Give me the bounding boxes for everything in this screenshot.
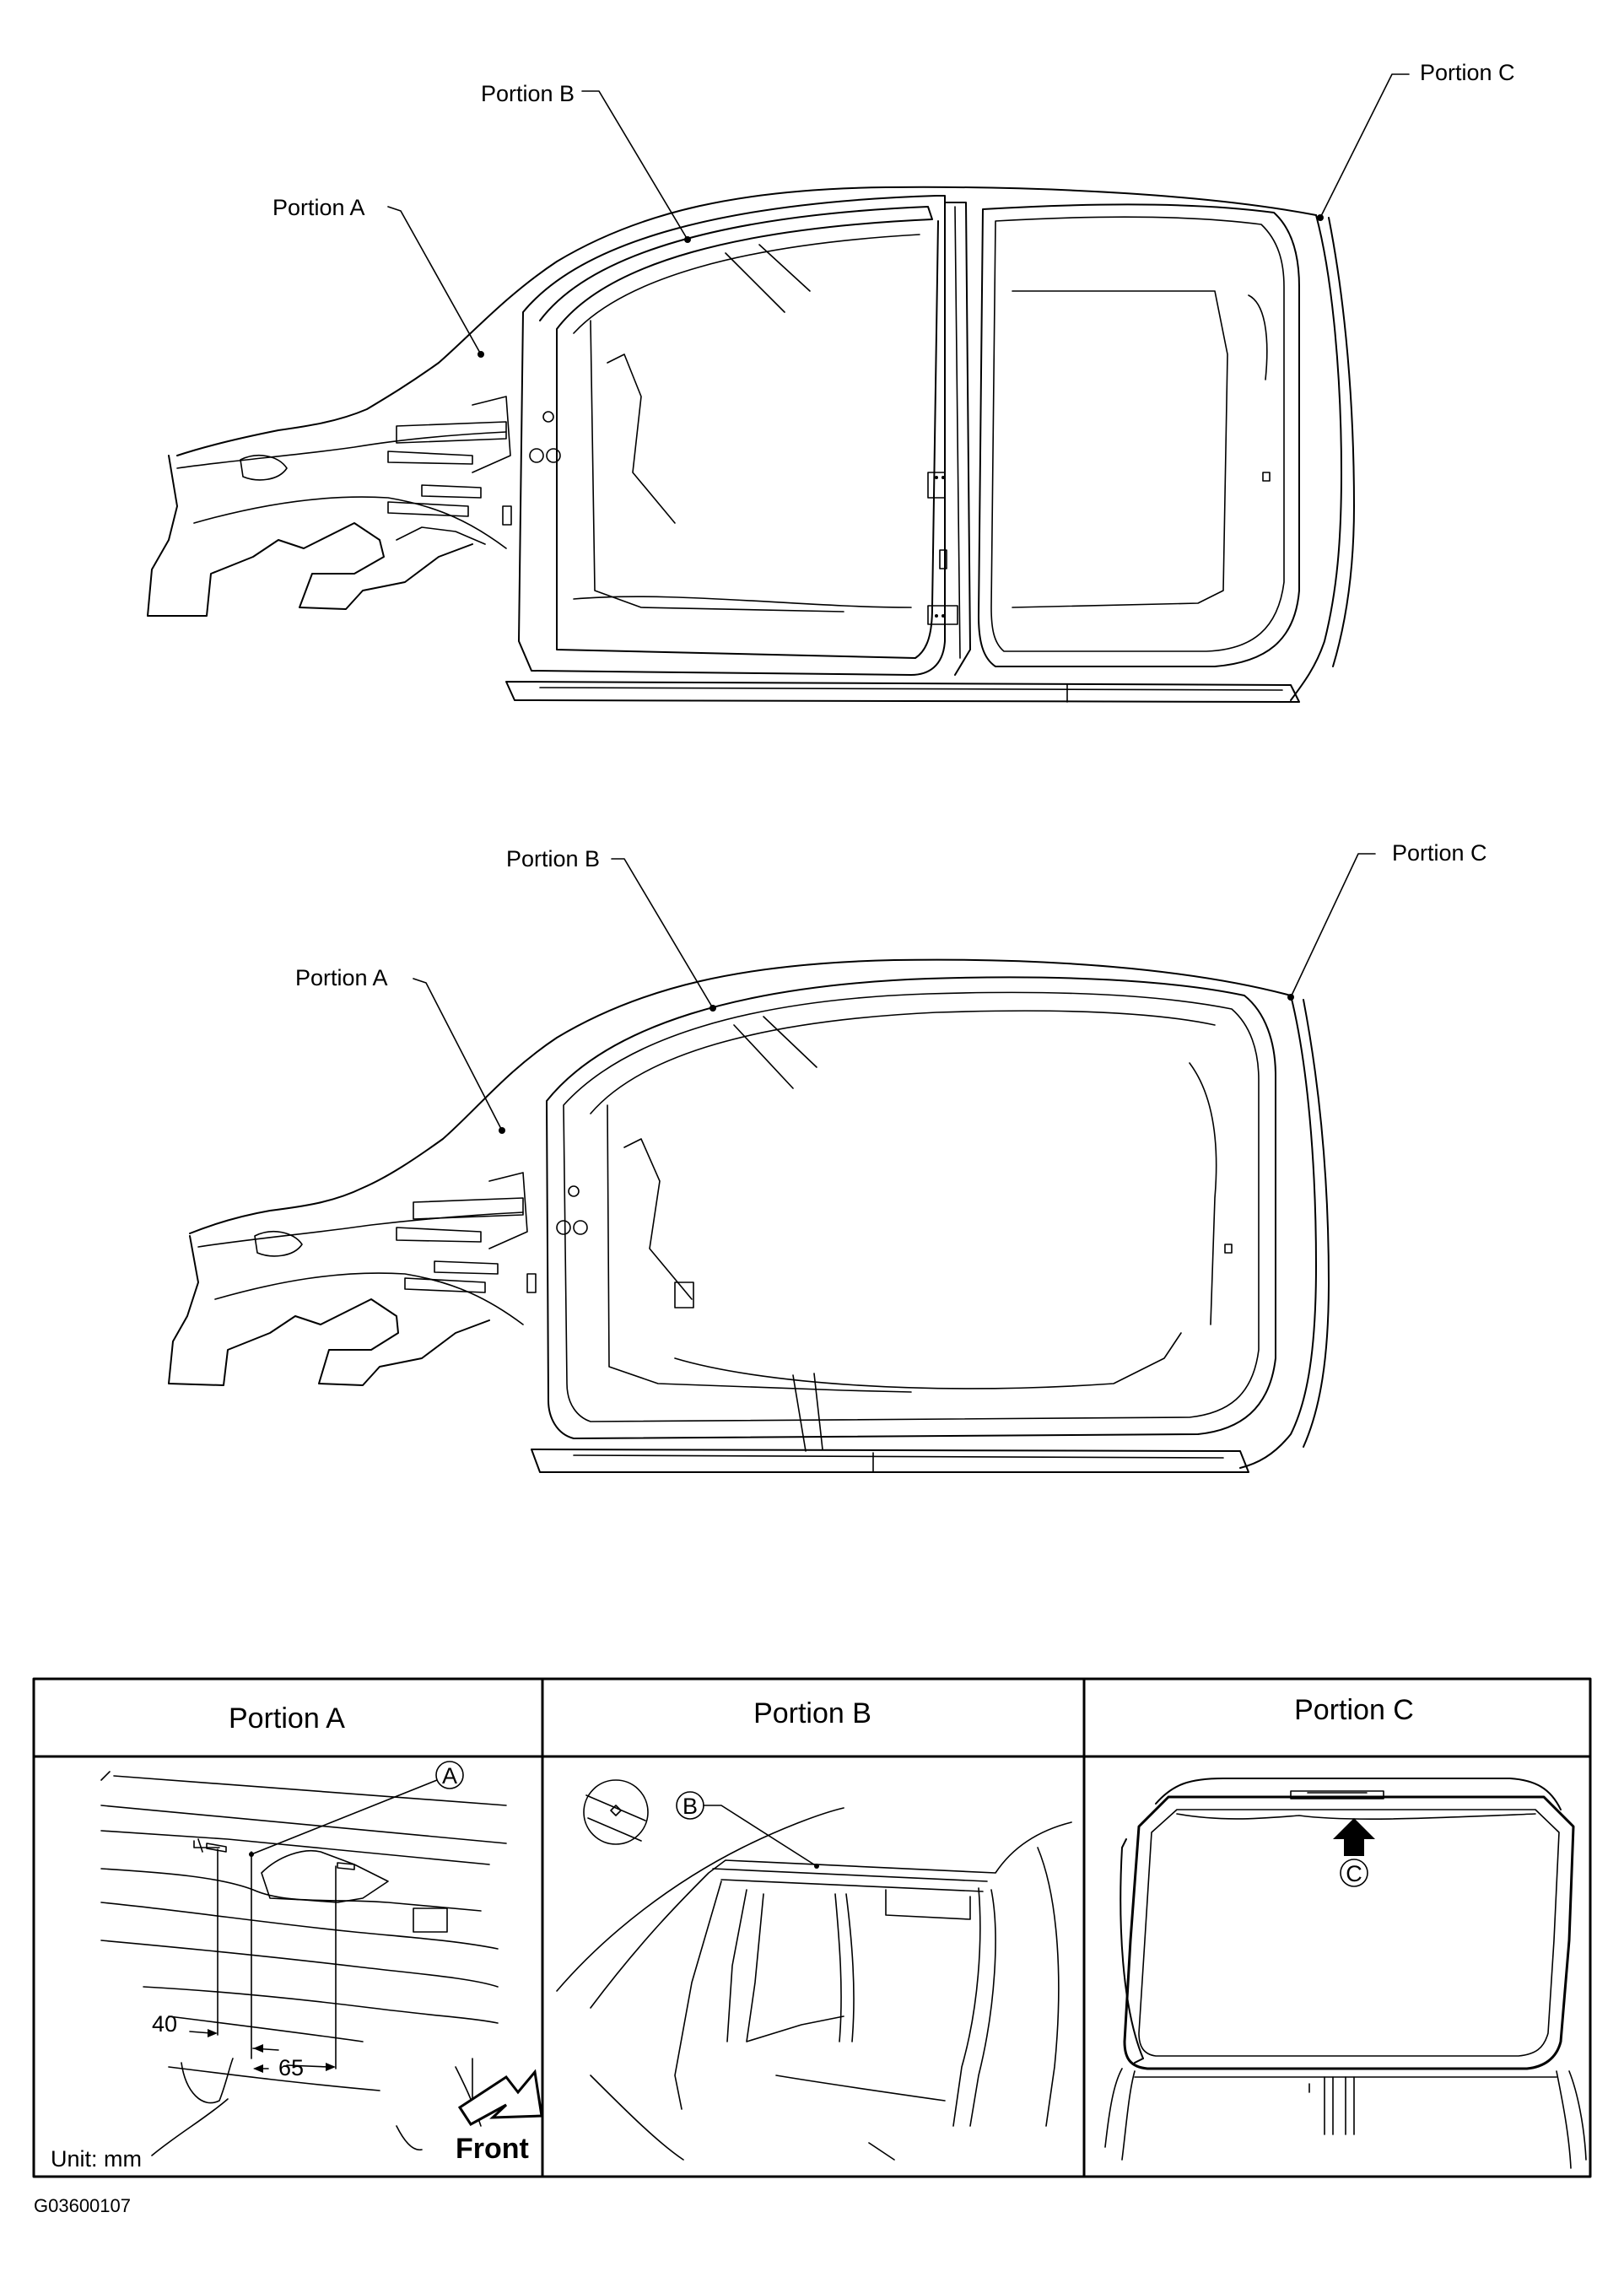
portion-b-detail: B bbox=[556, 1779, 1072, 2161]
side-view-two-door: Portion A Portion B Portion C bbox=[168, 840, 1487, 1473]
portion-a-label-top: Portion A bbox=[272, 195, 365, 220]
portion-b-label-mid: Portion B bbox=[506, 846, 600, 871]
portion-c-label-mid: Portion C bbox=[1392, 840, 1487, 866]
marker-b: B bbox=[683, 1794, 698, 1819]
unit-label: Unit: mm bbox=[51, 2146, 142, 2172]
dimension-40: 40 bbox=[152, 2011, 177, 2037]
arrow-up-icon bbox=[1333, 1818, 1375, 1856]
side-view-four-door: Portion A Portion B Portion C bbox=[147, 60, 1515, 703]
portion-a-detail: A 40 65 Unit: mm Front bbox=[51, 1761, 543, 2172]
front-label: Front bbox=[456, 2133, 529, 2165]
portion-c-label-top: Portion C bbox=[1420, 60, 1515, 85]
marker-c: C bbox=[1346, 1861, 1362, 1886]
table-header-portion-c: Portion C bbox=[1294, 1694, 1414, 1726]
table-header-portion-a: Portion A bbox=[229, 1702, 345, 1735]
detail-table: Portion A Portion B Portion C bbox=[32, 1677, 1592, 2178]
dimension-65: 65 bbox=[278, 2055, 304, 2080]
marker-a: A bbox=[442, 1763, 457, 1789]
portion-c-detail: C bbox=[1104, 1778, 1587, 2169]
front-arrow-icon bbox=[457, 2069, 543, 2126]
table-header-portion-b: Portion B bbox=[753, 1697, 871, 1729]
figure-code: G03600107 bbox=[34, 2195, 131, 2216]
portion-b-label-top: Portion B bbox=[481, 81, 575, 106]
portion-a-label-mid: Portion A bbox=[295, 965, 388, 990]
